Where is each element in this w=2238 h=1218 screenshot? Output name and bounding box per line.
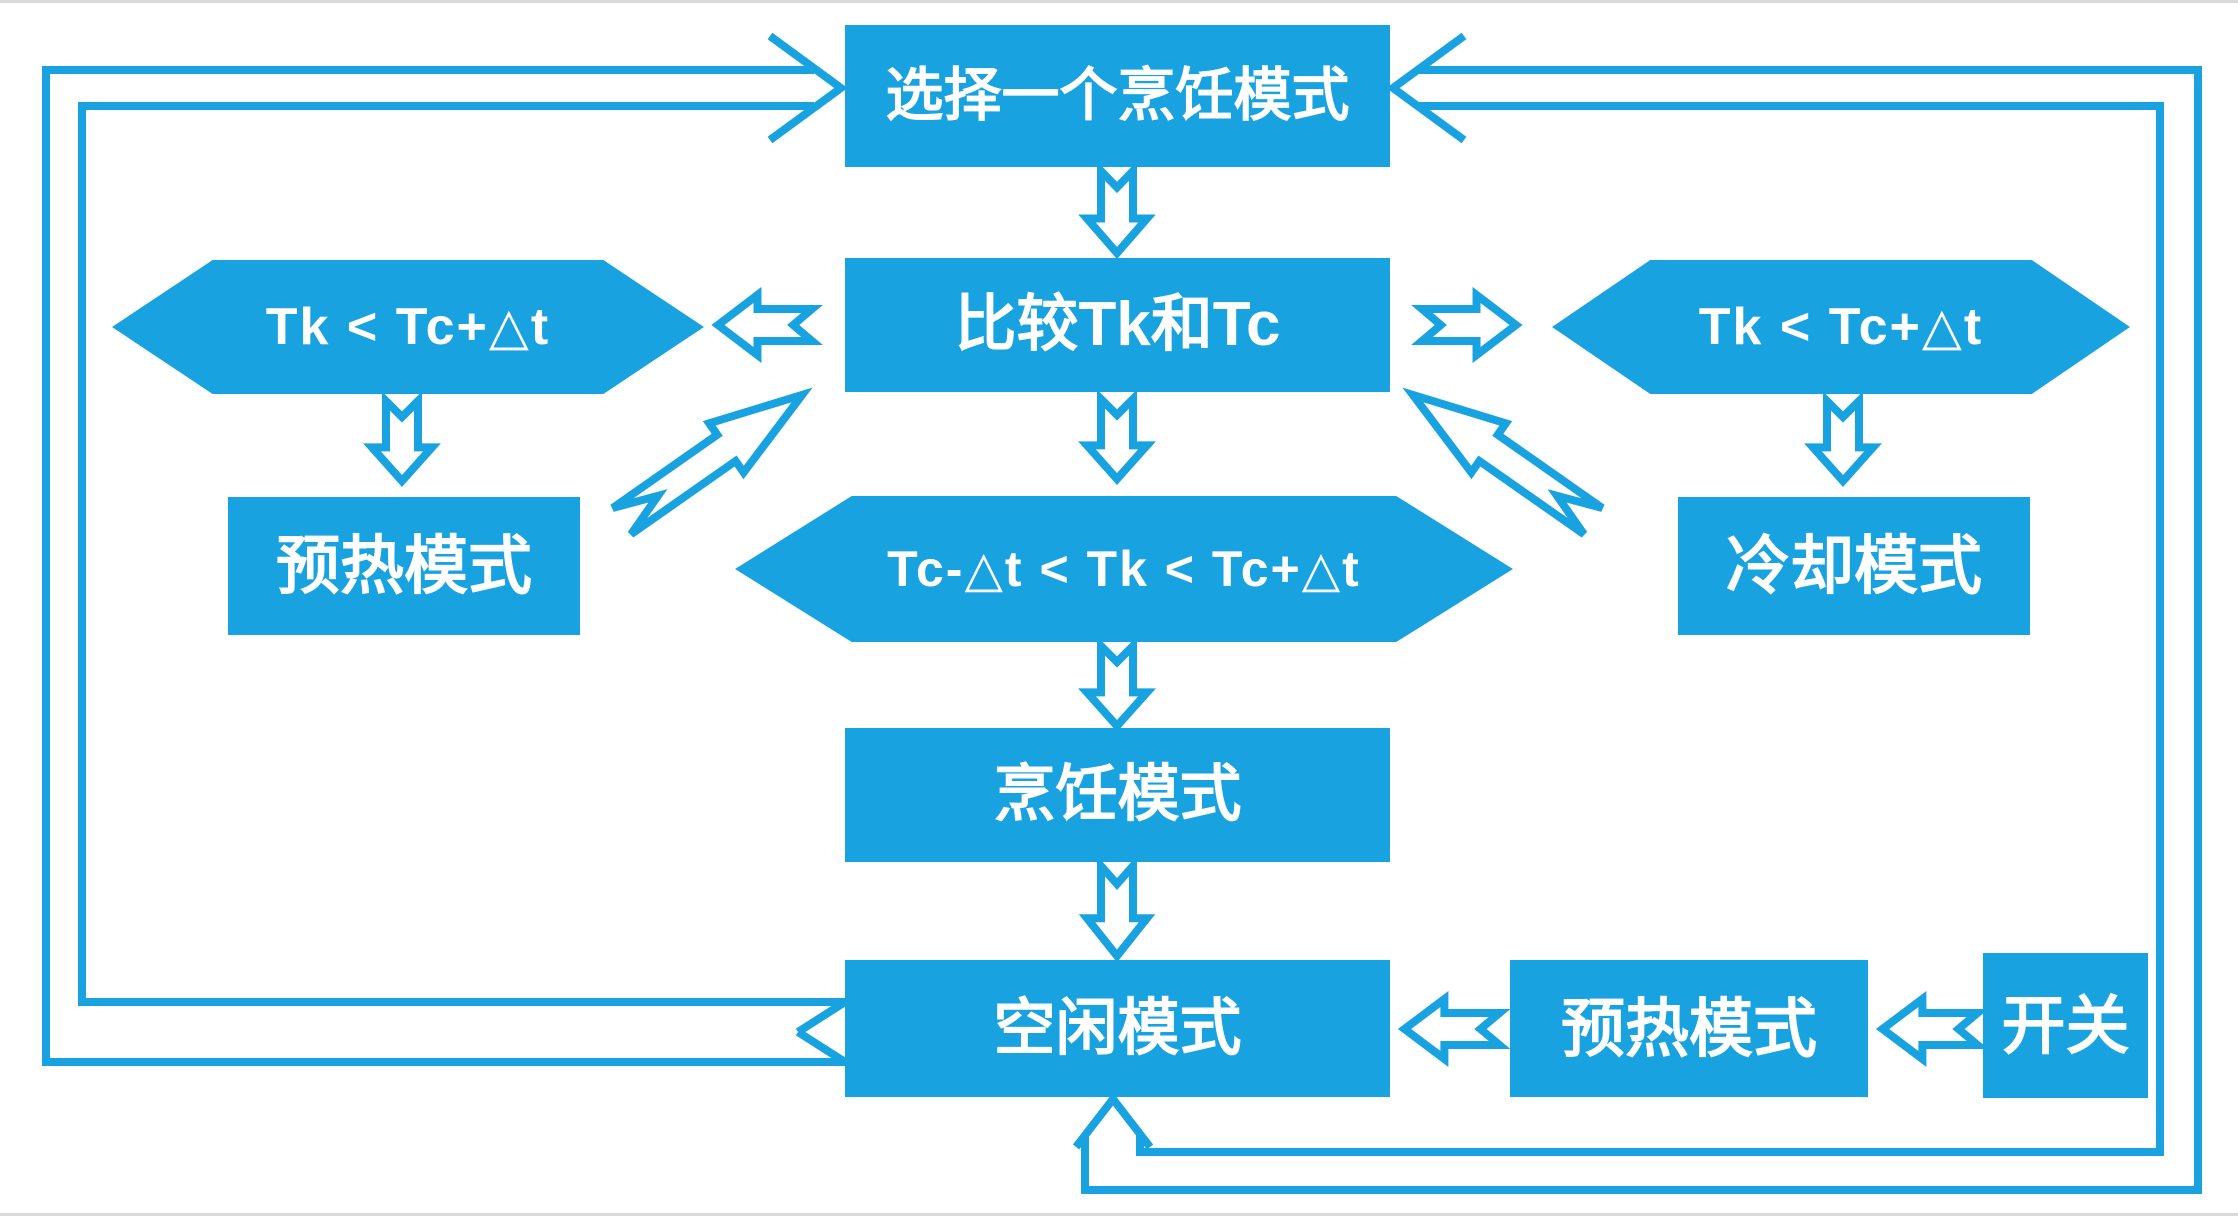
node-switch: 开关 <box>1983 953 2148 1098</box>
arrow-switch-to-preheatbottom-icon <box>1883 999 1978 1059</box>
left-loop-arrowhead-icon <box>767 32 848 144</box>
right-loop-outer-line <box>1081 66 2202 1194</box>
left-loop-inner-line <box>78 102 859 1036</box>
node-idle-mode: 空闲模式 <box>845 960 1390 1097</box>
arrow-condcenter-to-cooking-icon <box>1087 646 1147 726</box>
bottom-border-line <box>0 1213 2238 1216</box>
node-condition-right: Tk < Tc+△t <box>1552 260 2130 394</box>
node-cooking-mode: 烹饪模式 <box>845 728 1390 862</box>
node-preheat-mode-left: 预热模式 <box>228 497 580 635</box>
arrow-select-to-compare-icon <box>1087 171 1147 253</box>
arrow-compare-to-condleft-icon <box>718 295 812 355</box>
node-select-cooking-mode: 选择一个烹饪模式 <box>845 25 1390 167</box>
right-loop-bottom-arrowhead-icon <box>1072 1092 1154 1150</box>
arrow-condleft-to-preheat-icon <box>372 401 432 481</box>
node-compare-tk-tc: 比较Tk和Tc <box>845 258 1390 392</box>
arrow-compare-to-condcenter-icon <box>1087 399 1147 479</box>
right-loop-inner-line <box>1136 102 2164 1156</box>
node-preheat-mode-bottom: 预热模式 <box>1510 960 1868 1097</box>
arrow-preheatbottom-to-idle-icon <box>1405 999 1500 1059</box>
arrow-cooking-to-idle-icon <box>1087 866 1147 956</box>
right-loop-top-arrowhead-icon <box>1386 32 1467 144</box>
node-cooling-mode: 冷却模式 <box>1678 497 2030 635</box>
top-border-line <box>0 0 2238 3</box>
node-condition-left: Tk < Tc+△t <box>112 260 704 394</box>
left-loop-outer-line <box>42 66 859 1066</box>
arrow-preheat-to-compare-diagonal-icon <box>605 370 820 545</box>
node-condition-center: Tc-△t < Tk < Tc+△t <box>735 496 1513 642</box>
arrow-compare-to-condright-icon <box>1422 295 1516 355</box>
arrow-condright-to-cooling-icon <box>1813 401 1873 481</box>
